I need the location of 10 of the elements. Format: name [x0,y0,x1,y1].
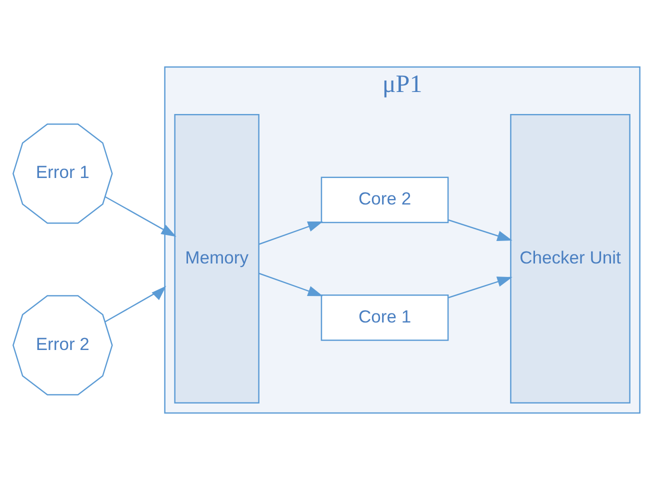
node-box: Core 2 [320,176,449,223]
arrow [258,272,323,296]
node-box: Core 1 [320,294,449,340]
arrow [448,276,512,298]
node-box: Memory [174,114,260,404]
arrow [105,196,176,236]
node-box: Checker Unit [510,114,630,404]
arrow [448,218,512,240]
arrow [258,220,323,244]
arrow [104,285,166,322]
